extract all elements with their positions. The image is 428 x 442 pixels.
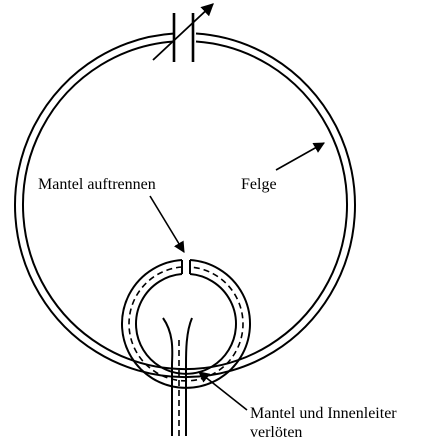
felge-inner-ring [22,40,348,371]
label-mantel-innenleiter-line2: verlöten [250,424,303,441]
capacitor-tuning-arrow [152,3,214,61]
coax-feed-right [185,317,193,436]
leader-felge [275,142,325,171]
leader-mantel-auftrennen [149,195,185,253]
label-mantel-innenleiter-line1: Mantel und Innenleiter [250,405,397,422]
label-felge: Felge [241,176,277,193]
label-mantel-auftrennen: Mantel auftrennen [38,176,156,193]
felge-outer-ring [14,32,356,379]
leader-mantel-innenleiter [198,371,248,411]
coax-feed-left [162,317,174,436]
